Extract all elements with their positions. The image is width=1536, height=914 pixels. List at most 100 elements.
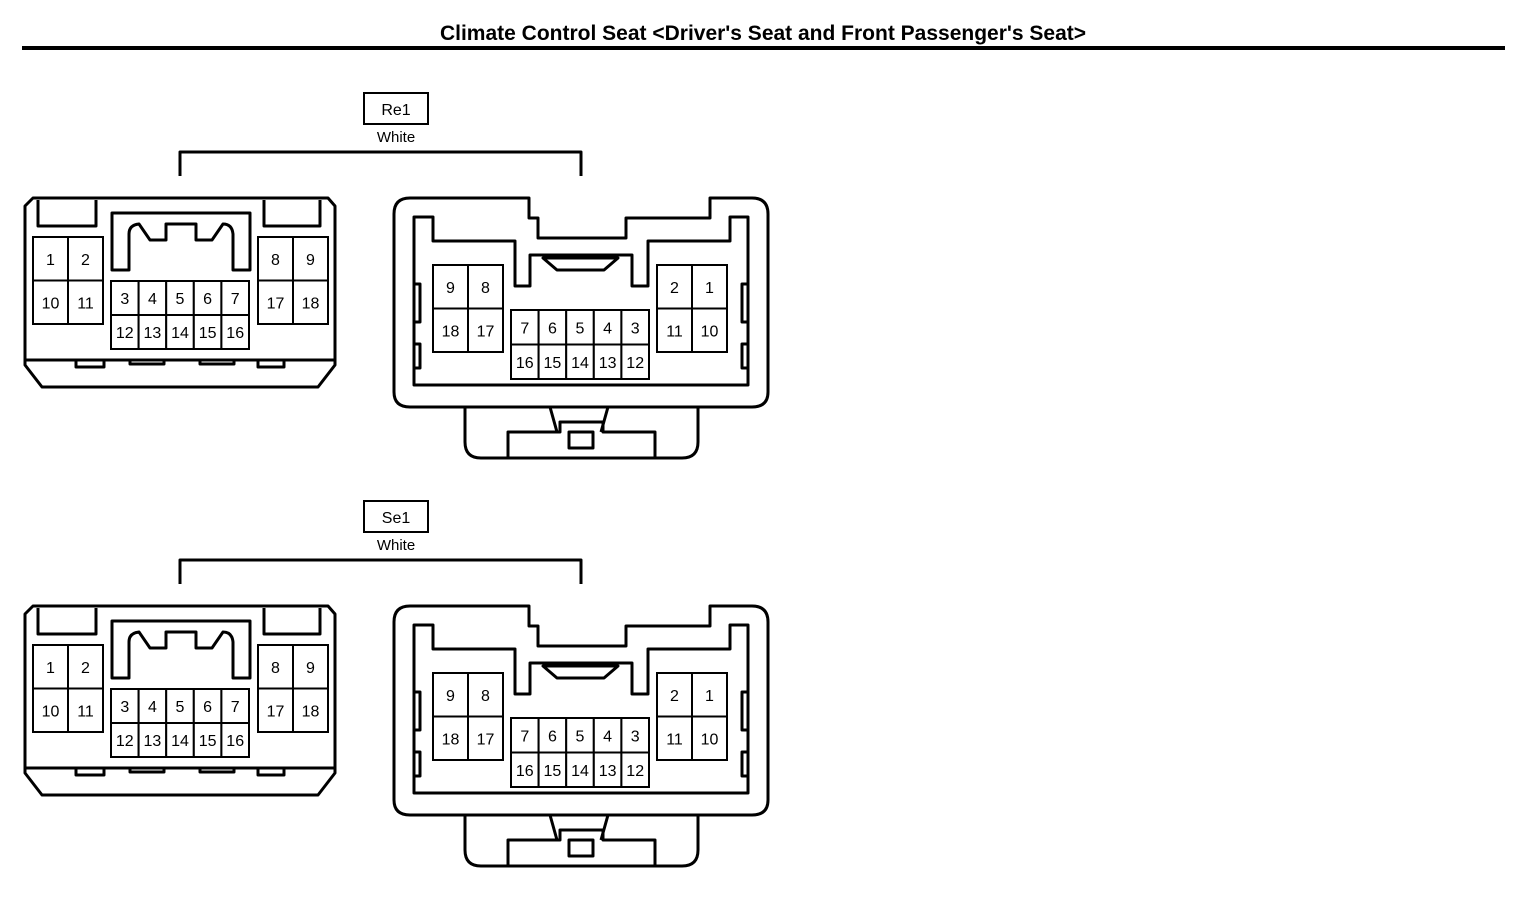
pin-number: 10 xyxy=(701,323,719,340)
pin-number: 18 xyxy=(302,295,320,312)
pin-cell xyxy=(165,314,195,350)
pin-number: 9 xyxy=(446,688,455,705)
pin-cell xyxy=(220,722,250,758)
pin-cell xyxy=(656,307,693,353)
pin-number: 3 xyxy=(631,728,640,745)
pin-cell xyxy=(67,279,104,325)
pin-number: 11 xyxy=(666,323,683,340)
pin-number: 11 xyxy=(77,703,94,720)
pin-number: 10 xyxy=(42,295,60,312)
pairing-bracket xyxy=(178,150,583,176)
pin-number: 13 xyxy=(144,325,162,342)
pin-cell xyxy=(691,307,728,353)
pin-cell xyxy=(220,688,250,724)
pin-number: 16 xyxy=(516,355,534,372)
connector-color: White xyxy=(377,537,415,554)
pin-number: 15 xyxy=(544,355,562,372)
pin-cell xyxy=(620,717,651,754)
pin-number: 17 xyxy=(477,731,495,748)
pin-number: 8 xyxy=(481,280,490,297)
pin-number: 9 xyxy=(306,252,315,269)
pin-cell xyxy=(592,751,623,788)
connector-color: White xyxy=(377,129,415,146)
pin-number: 1 xyxy=(705,280,714,297)
pin-number: 18 xyxy=(442,323,460,340)
pin-number: 7 xyxy=(520,320,529,337)
pin-number: 12 xyxy=(116,325,134,342)
pin-number: 6 xyxy=(203,699,212,716)
pin-number: 11 xyxy=(666,731,683,748)
pin-number: 5 xyxy=(576,320,585,337)
page-title: Climate Control Seat <Driver's Seat and … xyxy=(440,22,1086,45)
pin-cell xyxy=(110,722,140,758)
pin-cell xyxy=(537,343,568,380)
pin-block-left: 1 2 10 11 xyxy=(32,644,104,733)
pin-number: 16 xyxy=(226,325,244,342)
pin-number: 6 xyxy=(203,291,212,308)
pin-number: 3 xyxy=(120,291,129,308)
pin-cell xyxy=(137,688,168,724)
pin-number: 5 xyxy=(176,291,185,308)
pin-number: 12 xyxy=(116,733,134,750)
pin-number: 10 xyxy=(42,703,60,720)
connector-code-box xyxy=(363,500,429,533)
pin-number: 12 xyxy=(626,355,644,372)
pin-number: 8 xyxy=(481,688,490,705)
pin-cell xyxy=(292,687,329,733)
pin-number: 7 xyxy=(231,699,240,716)
pin-number: 4 xyxy=(148,291,157,308)
pin-number: 2 xyxy=(670,280,679,297)
pin-cell xyxy=(467,715,504,761)
pin-cell xyxy=(137,722,168,758)
pin-number: 4 xyxy=(148,699,157,716)
pin-number: 14 xyxy=(171,733,189,750)
connector-code: Se1 xyxy=(382,510,411,527)
pin-cell xyxy=(137,280,168,316)
pin-number: 17 xyxy=(267,703,285,720)
pin-number: 1 xyxy=(46,252,55,269)
pin-cell xyxy=(537,751,568,788)
pin-cell xyxy=(292,236,329,282)
connector-code-box xyxy=(363,92,429,125)
pin-cell xyxy=(620,751,651,788)
pin-cell xyxy=(565,343,595,380)
pin-number: 9 xyxy=(446,280,455,297)
pin-cell xyxy=(620,343,651,380)
pin-number: 15 xyxy=(199,733,217,750)
connector-code: Re1 xyxy=(381,102,410,119)
pin-number: 5 xyxy=(576,728,585,745)
pin-number: 14 xyxy=(571,763,589,780)
pin-number: 7 xyxy=(231,291,240,308)
pin-number: 5 xyxy=(176,699,185,716)
pin-number: 2 xyxy=(81,660,90,677)
pin-number: 16 xyxy=(516,763,534,780)
pin-number: 14 xyxy=(571,355,589,372)
pin-cell xyxy=(691,264,728,310)
pin-cell xyxy=(592,343,623,380)
pin-number: 15 xyxy=(199,325,217,342)
pin-cell xyxy=(691,715,728,761)
pin-number: 13 xyxy=(144,733,162,750)
pin-cell xyxy=(220,314,250,350)
pin-number: 10 xyxy=(701,731,719,748)
pin-number: 16 xyxy=(226,733,244,750)
pin-number: 1 xyxy=(46,660,55,677)
pin-number: 11 xyxy=(77,295,94,312)
pin-cell xyxy=(292,279,329,325)
pin-cell xyxy=(656,715,693,761)
